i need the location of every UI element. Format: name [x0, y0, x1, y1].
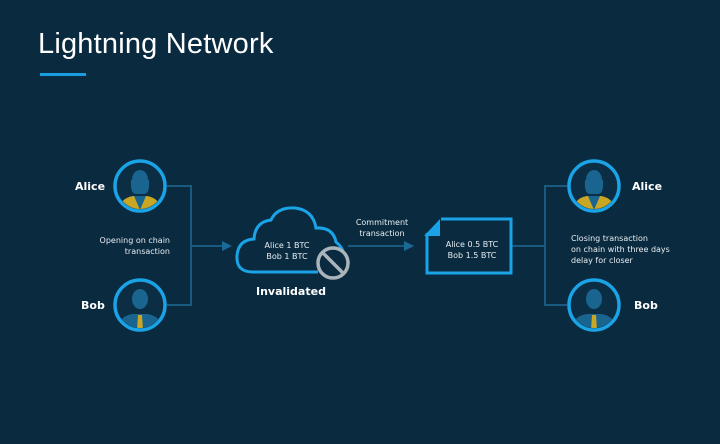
cloud-shape [235, 206, 346, 274]
cloud-balances: Alice 1 BTC Bob 1 BTC [256, 240, 318, 262]
avatar-bob-right [567, 278, 621, 332]
opening-caption: Opening on chain transaction [84, 235, 170, 257]
label-line: Commitment [355, 218, 409, 227]
avatar-alice-right [567, 159, 621, 213]
caption-line: on chain with three days [571, 245, 670, 254]
right-connector [512, 185, 567, 306]
commitment-label: Commitment transaction [348, 217, 416, 239]
balance-line: Bob 1.5 BTC [447, 251, 497, 260]
title-underline [40, 73, 86, 76]
caption-line: Opening on chain [99, 236, 170, 245]
page-title: Lightning Network [38, 28, 274, 60]
balance-line: Bob 1 BTC [266, 252, 308, 261]
bob-label-left: Bob [81, 299, 105, 312]
alice-label-right: Alice [632, 180, 663, 193]
arrow-head-icon [404, 241, 414, 251]
avatar-bob-left [113, 278, 167, 332]
balance-line: Alice 0.5 BTC [445, 240, 499, 249]
arrow-head-icon [222, 241, 232, 251]
left-connector [167, 185, 228, 306]
caption-line: delay for closer [571, 256, 633, 265]
closing-caption: Closing transaction on chain with three … [571, 233, 691, 266]
invalidated-label: Invalidated [256, 285, 326, 298]
document-balances: Alice 0.5 BTC Bob 1.5 BTC [436, 239, 508, 261]
bob-label-right: Bob [634, 299, 658, 312]
caption-line: transaction [124, 247, 170, 256]
caption-line: Closing transaction [571, 234, 648, 243]
alice-label-left: Alice [75, 180, 106, 193]
balance-line: Alice 1 BTC [264, 241, 310, 250]
document-shape [424, 217, 513, 275]
label-line: transaction [359, 229, 405, 238]
avatar-alice-left [113, 159, 167, 213]
prohibited-icon [316, 246, 350, 280]
